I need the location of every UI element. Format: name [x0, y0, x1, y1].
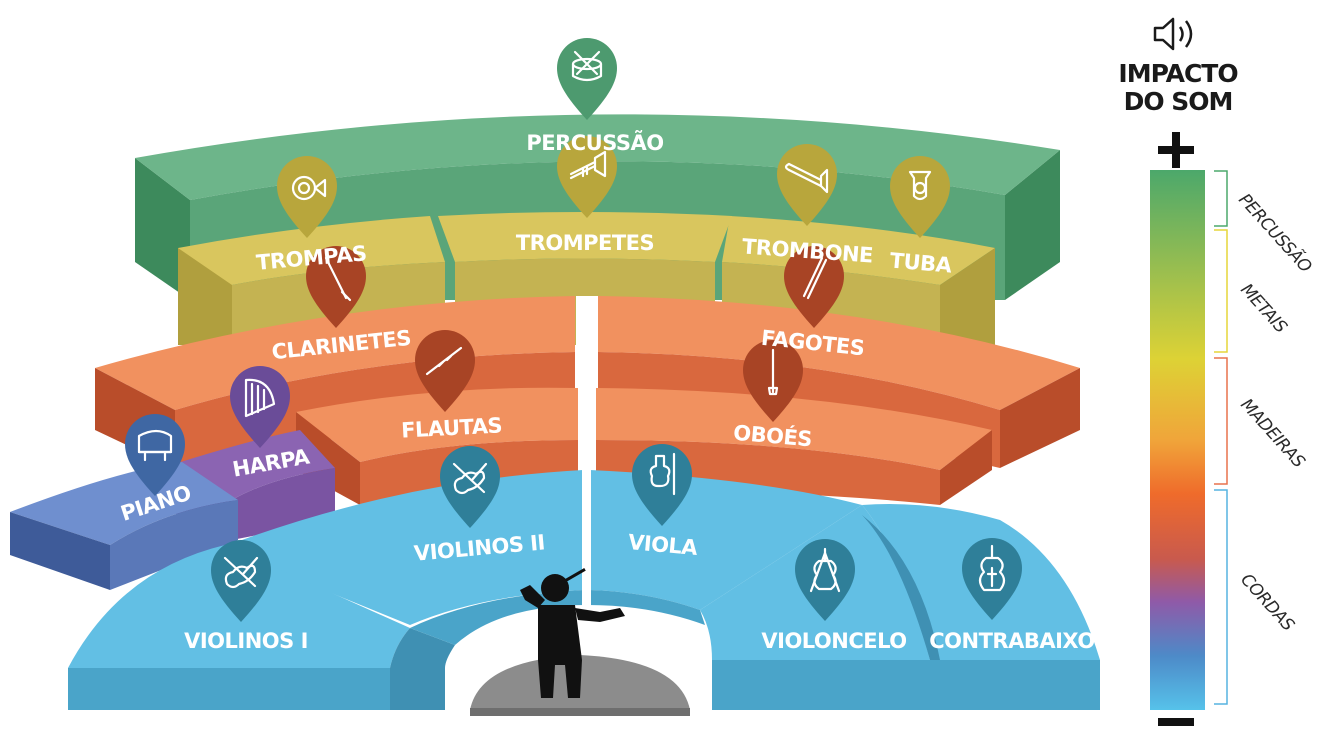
fagotes-top: [598, 296, 1080, 410]
legend-title-line1: IMPACTO: [1118, 59, 1237, 88]
impact-gradient-bar: [1150, 170, 1205, 710]
pin-violinos-ii[interactable]: [440, 446, 500, 528]
pin-clarinetes[interactable]: [306, 246, 366, 328]
violin-icon: [452, 462, 488, 495]
oboes-top: [596, 388, 992, 470]
legend-group-madeiras: MADEIRAS: [1236, 395, 1308, 472]
flautas-top: [296, 387, 578, 462]
pin-trompas[interactable]: [277, 156, 337, 238]
cello-icon: [809, 547, 841, 593]
label-tuba: TUBA: [889, 248, 954, 277]
bracket-madeiras: [1214, 357, 1228, 485]
pin-flautas[interactable]: [415, 330, 475, 412]
label-flautas: FLAUTAS: [401, 413, 503, 442]
trompetes-block: [438, 212, 732, 262]
pin-percussao[interactable]: [557, 38, 617, 120]
bassoon-icon: [802, 256, 828, 300]
percussion-side-right: [1005, 150, 1060, 300]
pin-piano[interactable]: [125, 414, 185, 496]
drum-icon: [571, 50, 603, 82]
conductor-figure: [520, 568, 625, 698]
legend-title-line2: DO SOM: [1124, 87, 1233, 116]
bracket-cordas: [1214, 489, 1228, 705]
bracket-percussao: [1214, 170, 1228, 227]
legend-group-percussao: PERCUSSÃO: [1234, 189, 1316, 277]
percussion-side-left: [135, 158, 190, 300]
pin-tuba[interactable]: [890, 156, 950, 238]
french-horn-icon: [291, 175, 327, 201]
trompas-block: [178, 216, 445, 345]
speaker-icon: [1153, 17, 1193, 51]
label-violinos-i: VIOLINOS I: [184, 629, 308, 653]
pin-contrabaixo[interactable]: [962, 538, 1022, 620]
label-violoncelo: VIOLONCELO: [761, 629, 906, 653]
trombone-tuba-block: [722, 216, 995, 285]
label-contrabaixo: CONTRABAIXO: [929, 629, 1094, 653]
flute-icon: [425, 346, 463, 376]
pin-viola[interactable]: [632, 444, 692, 526]
pin-trompetes[interactable]: [557, 136, 617, 218]
trumpet-icon: [569, 150, 607, 180]
bracket-metais: [1214, 229, 1228, 353]
violin-icon: [223, 556, 259, 589]
clarinet-icon: [324, 256, 352, 302]
trombone-icon: [784, 162, 829, 194]
clarinetes-top: [95, 296, 575, 410]
pin-harpa[interactable]: [230, 366, 290, 448]
viola-icon: [649, 452, 676, 496]
pin-trombone[interactable]: [777, 144, 837, 226]
harp-icon: [244, 378, 276, 418]
pin-fagotes[interactable]: [784, 246, 844, 328]
piano-section: [10, 462, 238, 590]
oboe-icon: [767, 348, 779, 396]
legend-group-cordas: CORDAS: [1236, 570, 1298, 636]
piano-icon: [137, 429, 173, 462]
label-percussao: PERCUSSÃO: [526, 130, 663, 155]
plus-sign: [1158, 132, 1194, 168]
minus-sign: [1158, 718, 1194, 726]
double-bass-icon: [978, 544, 1006, 592]
pin-violoncelo[interactable]: [795, 539, 855, 621]
label-trompetes: TROMPETES: [516, 231, 654, 255]
tuba-icon: [908, 170, 932, 201]
legend-group-metais: METAIS: [1236, 280, 1291, 338]
pin-violinos-i[interactable]: [211, 540, 271, 622]
pin-oboes[interactable]: [743, 340, 803, 422]
